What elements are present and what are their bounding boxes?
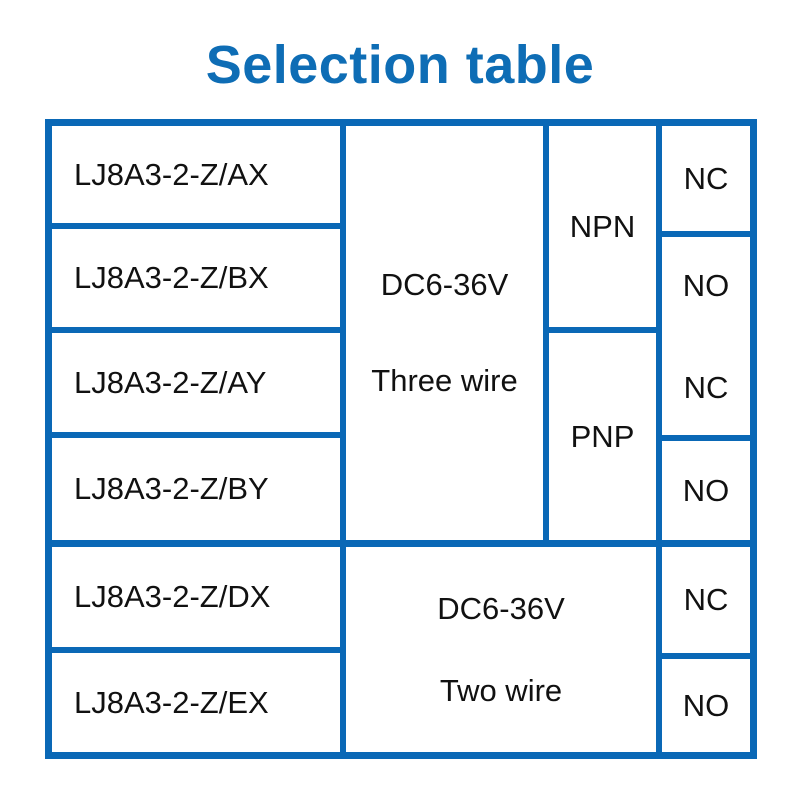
row-divider-npn-pnp	[543, 327, 662, 333]
three-wire-voltage: DC6-36V	[380, 267, 509, 302]
table-cell-output-pnp: PNP	[570, 418, 635, 454]
table-border-bottom	[45, 752, 757, 759]
table-cell-model-6: LJ8A3-2-Z/EX	[74, 684, 269, 720]
row-divider-contact-1	[656, 231, 757, 237]
table-border-left	[45, 119, 52, 759]
table-cell-model-3: LJ8A3-2-Z/AY	[74, 364, 267, 400]
three-wire-wiring: Three wire	[371, 363, 518, 398]
row-divider-contact-3	[656, 435, 757, 441]
row-divider-contact-5	[656, 653, 757, 659]
table-cell-contact-3: NC	[683, 370, 729, 405]
row-divider-model-2	[45, 327, 346, 333]
table-cell-output-npn: NPN	[569, 208, 636, 244]
row-divider-model-3	[45, 432, 346, 438]
selection-table: LJ8A3-2-Z/AX LJ8A3-2-Z/BX LJ8A3-2-Z/AY L…	[45, 119, 757, 759]
column-divider-model-supply	[340, 119, 346, 759]
table-cell-supply-three-wire: DC6-36V Three wire	[346, 126, 543, 540]
table-border-top	[45, 119, 757, 126]
table-cell-model-5: LJ8A3-2-Z/DX	[74, 579, 271, 614]
two-wire-wiring: Two wire	[439, 672, 563, 708]
table-cell-contact-4: NO	[682, 472, 730, 508]
table-cell-contact-1: NC	[683, 160, 729, 196]
table-cell-contact-5: NC	[683, 582, 729, 617]
page-title: Selection table	[205, 35, 595, 95]
table-cell-contact-2: NO	[682, 268, 730, 303]
table-cell-contact-6: NO	[682, 687, 730, 723]
table-cell-model-1: LJ8A3-2-Z/AX	[74, 156, 269, 192]
table-cell-model-4: LJ8A3-2-Z/BY	[74, 471, 269, 506]
row-divider-wire-block	[45, 540, 757, 547]
row-divider-model-1	[45, 223, 346, 229]
table-cell-model-2: LJ8A3-2-Z/BX	[74, 260, 269, 295]
row-divider-model-5	[45, 647, 346, 653]
two-wire-voltage: DC6-36V	[437, 590, 565, 626]
table-cell-supply-two-wire: DC6-36V Two wire	[346, 547, 656, 752]
